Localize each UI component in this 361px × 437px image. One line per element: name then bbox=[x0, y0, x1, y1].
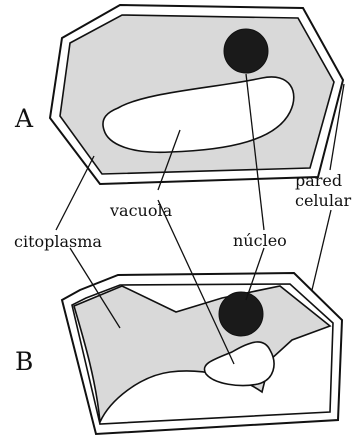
cell-b-letter: B bbox=[15, 347, 33, 376]
vacuole-label: vacuola bbox=[109, 201, 173, 220]
cytoplasm-label: citoplasma bbox=[14, 232, 102, 251]
cytoplasm-line-a bbox=[56, 156, 94, 230]
cell-b bbox=[62, 273, 342, 434]
cell-wall-label-line1: pared bbox=[295, 171, 342, 190]
cell-a-letter: A bbox=[14, 104, 34, 133]
cell-b-nucleus bbox=[219, 292, 263, 336]
cell-wall-line-b bbox=[312, 210, 331, 290]
cell-wall-label-line2: celular bbox=[295, 191, 352, 210]
cell-a-nucleus bbox=[224, 29, 268, 73]
nucleus-label: núcleo bbox=[233, 231, 287, 250]
